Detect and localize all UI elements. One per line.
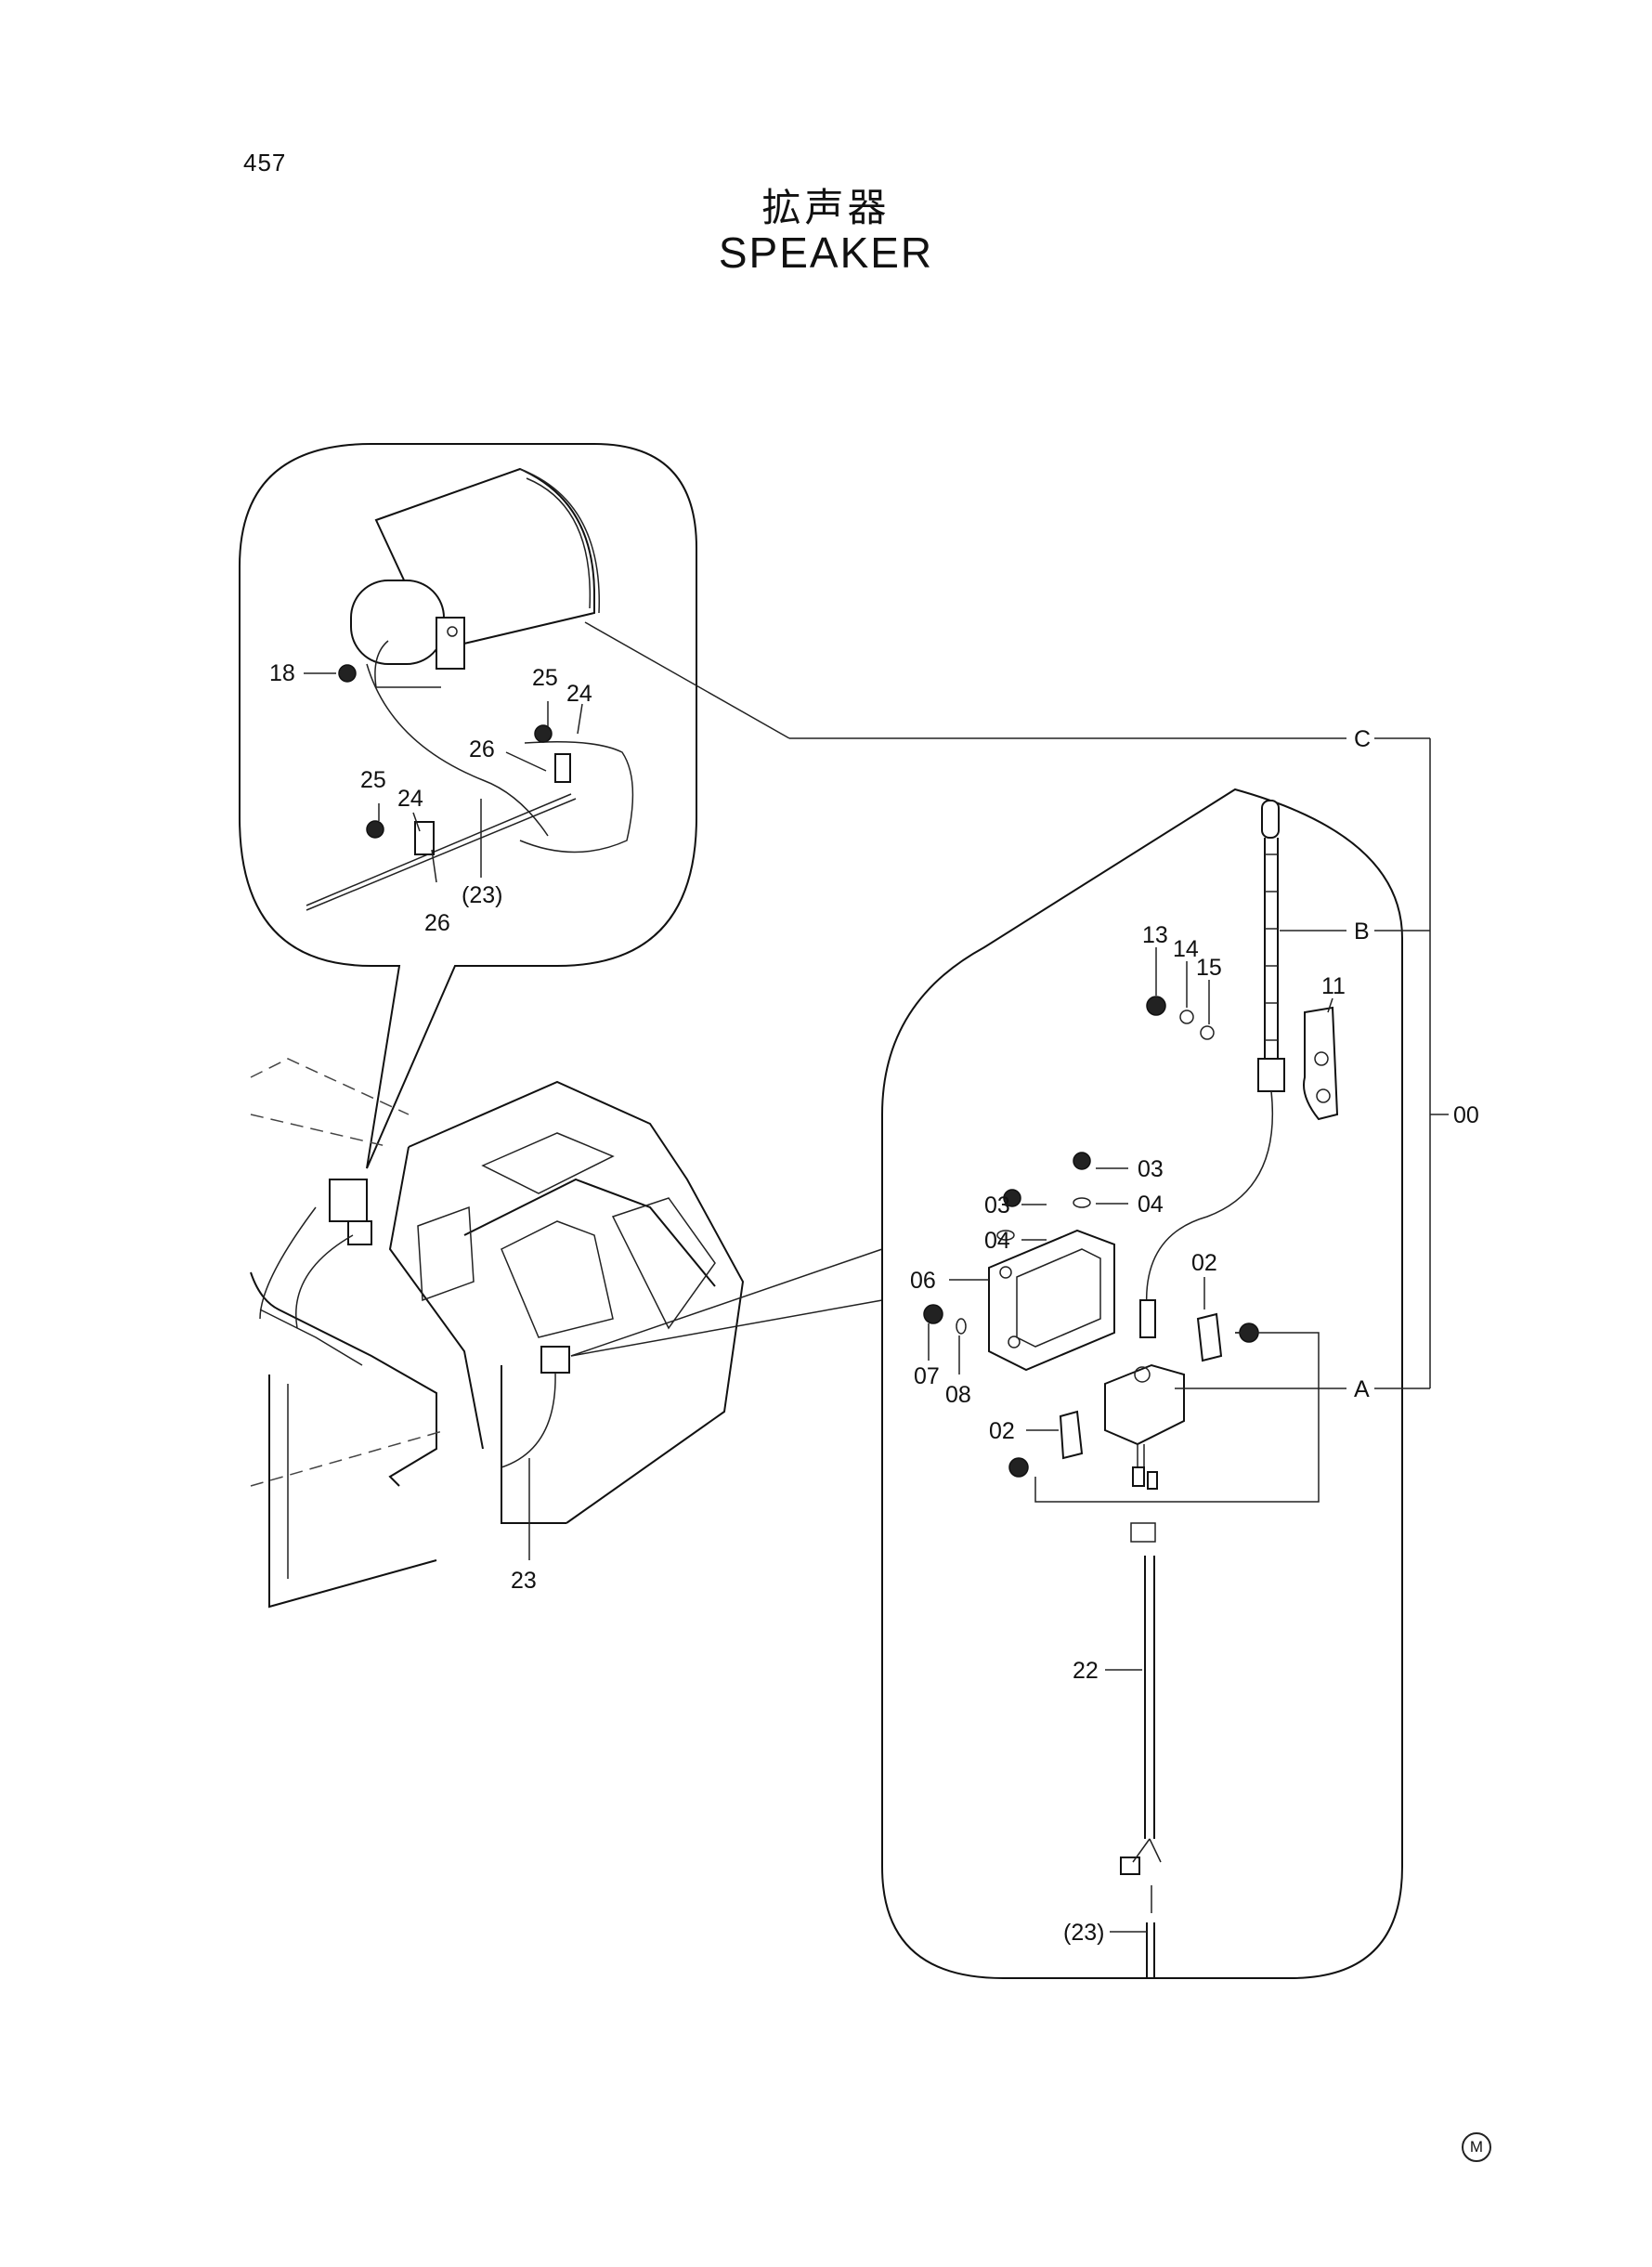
- bolt-icon: [338, 664, 553, 839]
- callout-18: 18: [269, 660, 295, 686]
- page-title-japanese: 拡声器: [761, 185, 891, 230]
- callout-03: 03: [984, 1192, 1010, 1218]
- radio-detail-bubble: [881, 788, 1403, 1979]
- assembly-number: 00: [1453, 1102, 1479, 1128]
- mounting-bracket-drawing: [988, 1229, 1115, 1372]
- callout-23-ref: (23): [462, 882, 502, 908]
- ref-label-a: A: [1354, 1376, 1370, 1402]
- callout-24: 24: [566, 681, 592, 707]
- callout-03: 03: [1138, 1156, 1164, 1182]
- callout-02: 02: [1191, 1250, 1217, 1276]
- speaker-detail-bubble: [239, 443, 697, 1169]
- callout-08: 08: [945, 1382, 971, 1408]
- callout-13: 13: [1142, 922, 1168, 948]
- callout-23-ref: (23): [1063, 1920, 1104, 1946]
- radio-unit-drawing: [1059, 1312, 1223, 1490]
- page-title-english: SPEAKER: [718, 228, 934, 277]
- page-number: 457: [243, 149, 287, 176]
- callout-07: 07: [914, 1363, 940, 1389]
- speaker-horn-drawing: [306, 467, 634, 911]
- callout-04: 04: [984, 1228, 1010, 1254]
- callout-25: 25: [360, 767, 386, 793]
- callout-04: 04: [1138, 1192, 1164, 1218]
- callout-02: 02: [989, 1418, 1015, 1444]
- callout-25: 25: [532, 665, 558, 691]
- wire-harness-drawing: [1120, 1522, 1162, 1978]
- callout-11: 11: [1321, 973, 1346, 999]
- machine-cab-drawing: [250, 1058, 883, 1609]
- ref-label-b: B: [1354, 919, 1370, 945]
- washer-icon: [1146, 996, 1215, 1040]
- callout-06: 06: [910, 1268, 936, 1294]
- callout-23: 23: [511, 1568, 537, 1594]
- callout-22: 22: [1073, 1658, 1099, 1684]
- callout-14: 14: [1173, 936, 1199, 962]
- antenna-drawing: [1139, 800, 1339, 1338]
- callout-24: 24: [397, 786, 423, 812]
- reference-bracket: [584, 621, 1449, 1503]
- corner-mark: M: [1462, 2132, 1491, 2162]
- ref-label-c: C: [1354, 726, 1371, 752]
- callout-26: 26: [469, 736, 495, 762]
- callout-15: 15: [1196, 955, 1222, 981]
- callout-26: 26: [424, 910, 450, 936]
